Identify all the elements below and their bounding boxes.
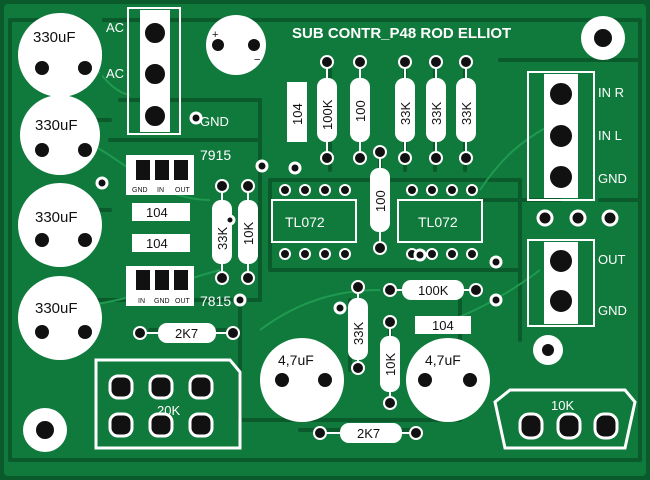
bridge-minus: − bbox=[254, 54, 260, 66]
resistor-r13-label: 2K7 bbox=[357, 426, 380, 441]
potentiometer-20k: 20K bbox=[94, 358, 242, 450]
terminal-block-input bbox=[527, 71, 595, 201]
label-gnd-out: GND bbox=[598, 303, 627, 318]
film-cap-bottom: 104 bbox=[415, 316, 471, 334]
capacitor-c6-label: 4,7uF bbox=[425, 352, 461, 368]
pad-row-right bbox=[536, 209, 619, 227]
capacitor-c5-label: 4,7uF bbox=[278, 352, 314, 368]
label-in-l: IN L bbox=[598, 128, 622, 143]
resistor-r5-label: 33K bbox=[459, 102, 474, 125]
mounting-hole-mid-right bbox=[533, 335, 563, 365]
capacitor-c6: 4,7uF bbox=[406, 338, 490, 422]
resistor-r9-label: 100K bbox=[418, 283, 449, 298]
resistor-r2-label: 100 bbox=[353, 100, 368, 122]
resistor-r13: 2K7 bbox=[313, 423, 423, 443]
mounting-hole-top-right bbox=[581, 16, 625, 60]
label-gnd-in: GND bbox=[598, 171, 627, 186]
resistor-r7-label: 33K bbox=[215, 227, 230, 250]
capacitor-c5: 4,7uF bbox=[260, 338, 344, 422]
resistor-r11-label: 10K bbox=[383, 353, 398, 376]
ic-u2: TL072 bbox=[397, 184, 483, 260]
mounting-hole-bottom-left bbox=[23, 408, 67, 452]
film-cap-reg2: 104 bbox=[132, 234, 190, 252]
resistor-r12-label: 2K7 bbox=[175, 326, 198, 341]
film-cap-reg1-label: 104 bbox=[146, 205, 168, 220]
label-ac-top: AC bbox=[106, 20, 124, 35]
resistor-r3-label: 33K bbox=[398, 102, 413, 125]
resistor-r5: 33K bbox=[456, 55, 476, 165]
capacitor-c4-label: 330uF bbox=[35, 300, 78, 317]
potentiometer-10k-label: 10K bbox=[551, 398, 574, 413]
reg-top-pin2: IN bbox=[157, 187, 164, 194]
terminal-block-output bbox=[527, 239, 595, 327]
capacitor-c1-label: 330uF bbox=[33, 29, 76, 46]
film-cap-reg2-label: 104 bbox=[146, 236, 168, 251]
resistor-r1: 100K bbox=[317, 55, 337, 165]
resistor-r8: 10K bbox=[238, 179, 258, 285]
terminal-block-power bbox=[127, 7, 181, 135]
resistor-r10-label: 33K bbox=[351, 322, 366, 345]
capacitor-c2: 330uF bbox=[20, 95, 100, 175]
resistor-r11: 10K bbox=[380, 315, 400, 410]
potentiometer-10k: 10K bbox=[493, 388, 637, 450]
regulator-7915: GND IN OUT bbox=[126, 155, 194, 195]
regulator-7915-label: 7915 bbox=[200, 147, 231, 163]
label-out: OUT bbox=[598, 252, 626, 267]
potentiometer-20k-label: 20K bbox=[157, 403, 180, 418]
resistor-r2: 100 bbox=[350, 55, 370, 165]
resistor-r6: 100 bbox=[370, 145, 390, 255]
board-title: SUB CONTR_P48 ROD ELLIOT bbox=[292, 25, 511, 42]
bridge-plus: + bbox=[212, 29, 218, 41]
film-cap-bottom-label: 104 bbox=[432, 318, 454, 333]
reg-bottom-pin3: OUT bbox=[175, 298, 191, 305]
ic-u2-label: TL072 bbox=[418, 214, 458, 230]
film-cap-reg1: 104 bbox=[132, 203, 190, 221]
regulator-7815-label: 7815 bbox=[200, 293, 231, 309]
capacitor-c4: 330uF bbox=[18, 276, 102, 360]
resistor-r6-label: 100 bbox=[373, 190, 388, 212]
reg-top-pin1: GND bbox=[132, 187, 148, 194]
capacitor-c3: 330uF bbox=[18, 183, 102, 267]
bridge-rectifier: + − bbox=[206, 15, 266, 75]
resistor-r12: 2K7 bbox=[133, 323, 240, 343]
reg-bottom-pin2: GND bbox=[154, 298, 170, 305]
resistor-r1-label: 100K bbox=[320, 99, 335, 130]
misc-pads bbox=[95, 111, 503, 315]
film-cap-top: 104 bbox=[287, 82, 307, 142]
reg-top-pin3: OUT bbox=[175, 187, 191, 194]
label-gnd-power: GND bbox=[200, 114, 229, 129]
regulator-7815: IN GND OUT bbox=[126, 266, 194, 306]
capacitor-c3-label: 330uF bbox=[35, 209, 78, 226]
resistor-r3: 33K bbox=[395, 55, 415, 165]
capacitor-c2-label: 330uF bbox=[35, 117, 78, 134]
film-cap-top-label: 104 bbox=[290, 103, 305, 125]
resistor-r10: 33K bbox=[348, 280, 368, 375]
label-ac-bottom: AC bbox=[106, 66, 124, 81]
label-in-r: IN R bbox=[598, 85, 624, 100]
ic-u1: TL072 bbox=[271, 184, 357, 260]
resistor-r8-label: 10K bbox=[241, 222, 256, 245]
resistor-r4-label: 33K bbox=[429, 102, 444, 125]
ic-u1-label: TL072 bbox=[285, 214, 325, 230]
resistor-r9: 100K bbox=[383, 280, 483, 300]
reg-bottom-pin1: IN bbox=[138, 298, 145, 305]
capacitor-c1: 330uF bbox=[18, 13, 105, 97]
resistor-r4: 33K bbox=[426, 55, 446, 165]
